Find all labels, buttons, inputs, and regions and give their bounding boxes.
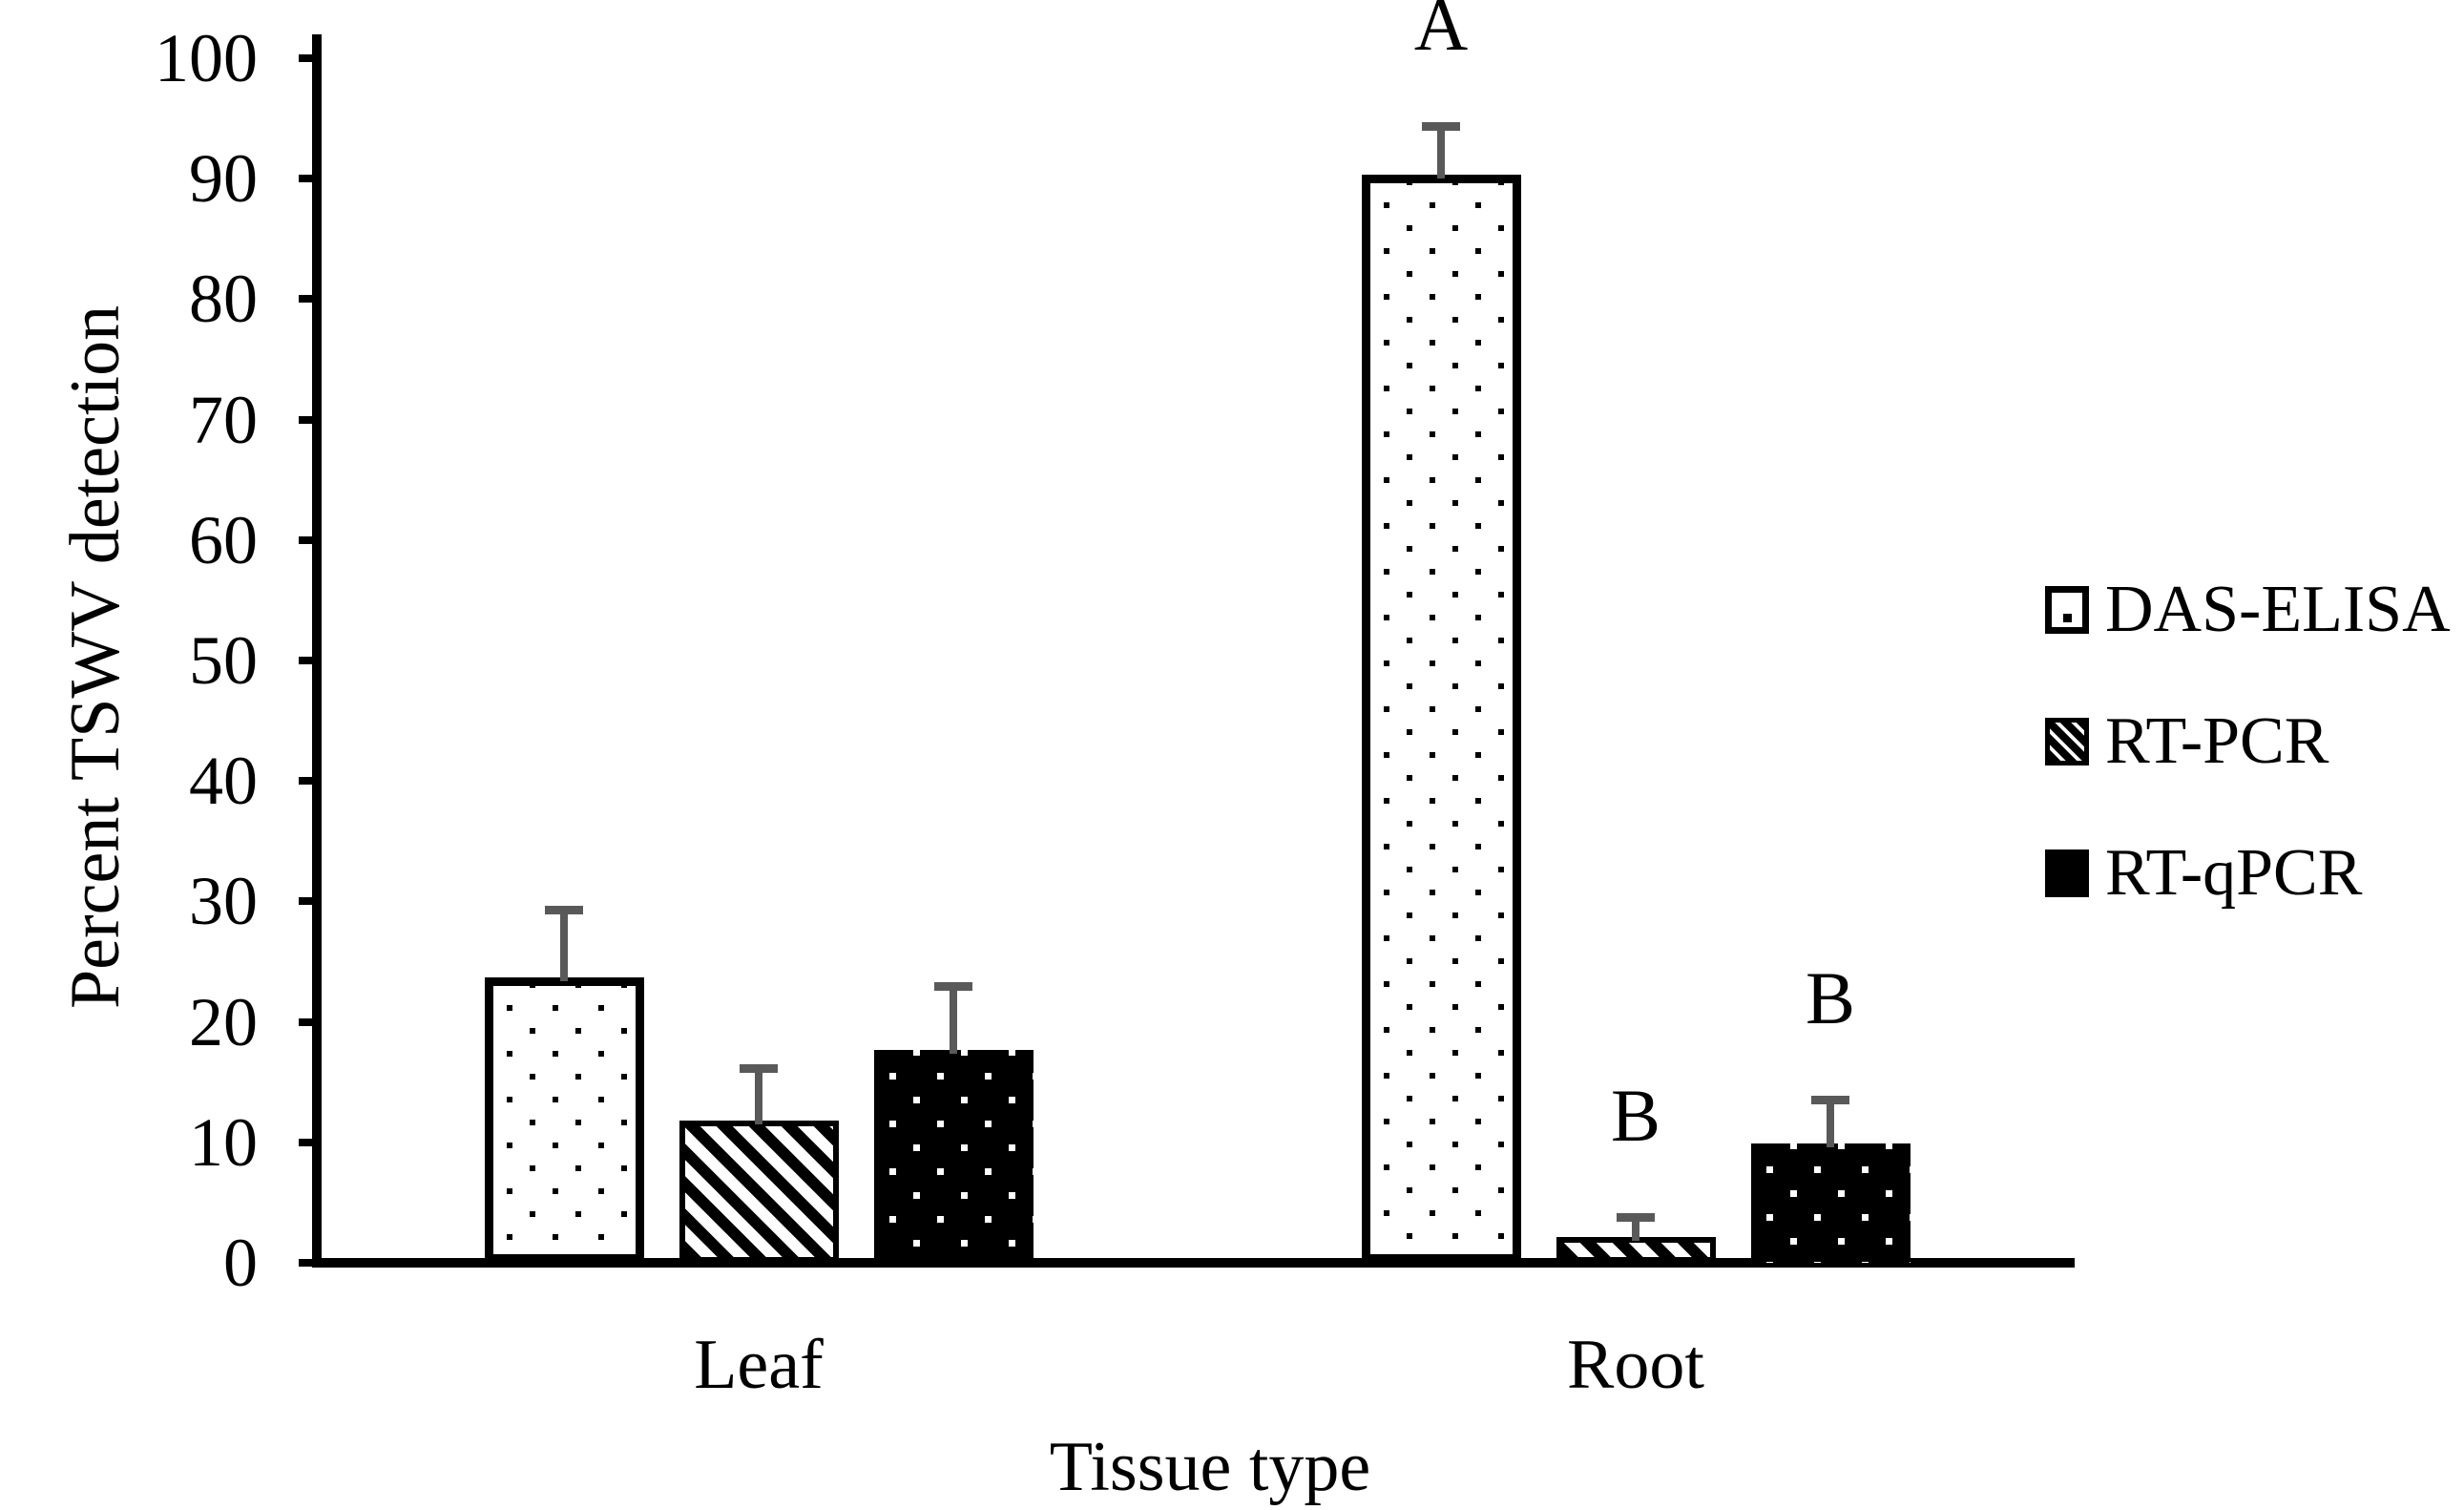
legend-swatch-rt-pcr [2045,718,2089,765]
y-tick-mark [299,175,320,183]
y-axis-line [312,34,322,1268]
error-bar-stem-root-rt-pcr [1632,1222,1639,1242]
category-label-root: Root [1567,1326,1704,1404]
y-tick-label: 60 [189,501,258,578]
y-tick-label: 70 [189,381,258,458]
bar-leaf-das-elisa [484,976,644,1263]
y-tick-label: 100 [155,20,258,96]
error-bar-stem-leaf-rt-pcr [755,1072,762,1125]
error-bar-cap-leaf-rt-qpcr [934,981,972,991]
error-bar-cap-root-rt-qpcr [1811,1095,1849,1104]
error-bar-cap-root-rt-pcr [1617,1213,1655,1223]
significance-letter-root-rt-qpcr: B [1805,955,1856,1039]
error-bar-cap-root-das-elisa [1422,121,1460,131]
significance-letter-root-rt-pcr: B [1610,1074,1661,1158]
y-tick-mark [299,535,320,544]
y-tick-mark [299,657,320,664]
error-bar-stem-leaf-das-elisa [560,914,568,981]
bar-root-rt-qpcr [1750,1143,1911,1263]
bar-leaf-rt-qpcr [873,1049,1034,1263]
y-tick-mark [299,415,320,424]
category-label-leaf: Leaf [694,1326,824,1404]
y-tick-label: 80 [189,261,258,338]
y-tick-label: 40 [189,743,258,820]
y-tick-mark [299,54,320,62]
y-tick-label: 20 [189,983,258,1060]
error-bar-stem-leaf-rt-qpcr [950,990,957,1054]
bar-leaf-rt-pcr [679,1121,839,1263]
legend-swatch-rt-qpcr [2045,849,2089,897]
error-bar-cap-leaf-das-elisa [545,906,583,915]
y-tick-label: 50 [189,622,258,699]
y-tick-mark [299,1017,320,1026]
legend-item-rt-qpcr: RT-qPCR [2045,830,2455,916]
y-tick-label: 90 [189,140,258,218]
legend-label-rt-pcr: RT-PCR [2105,704,2329,778]
y-tick-label: 0 [223,1225,258,1301]
y-tick-label: 10 [189,1103,258,1181]
legend-label-das-elisa: DAS-ELISA [2105,573,2451,646]
error-bar-cap-leaf-rt-pcr [740,1063,778,1073]
y-tick-mark [299,1259,320,1267]
y-tick-mark [299,897,320,906]
error-bar-stem-root-das-elisa [1437,130,1445,179]
y-tick-mark [299,295,320,304]
x-axis-title: Tissue type [1049,1428,1371,1506]
legend-item-das-elisa: DAS-ELISA [2045,567,2455,653]
legend-swatch-das-elisa [2045,586,2089,634]
x-axis-line [312,1258,2075,1268]
legend-item-rt-pcr: RT-PCR [2045,699,2455,785]
legend-label-rt-qpcr: RT-qPCR [2105,836,2363,910]
bar-root-das-elisa [1361,175,1521,1263]
y-tick-mark [299,1138,320,1146]
significance-letter-root-das-elisa: A [1413,0,1469,66]
y-tick-mark [299,777,320,786]
error-bar-stem-root-rt-qpcr [1827,1103,1834,1148]
y-tick-label: 30 [189,863,258,940]
